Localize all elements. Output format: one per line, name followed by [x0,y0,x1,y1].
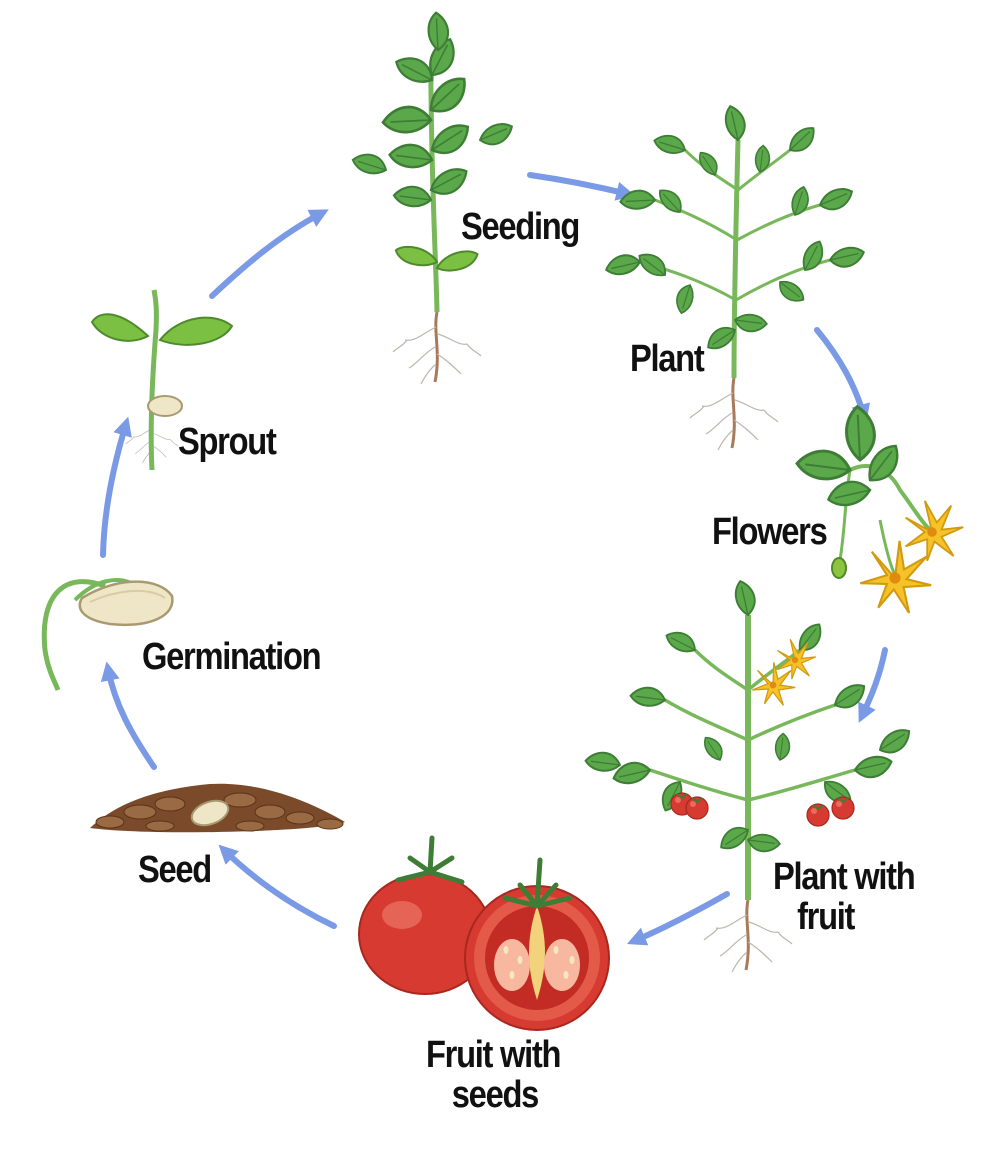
label-fruit-with-seeds-line1: Fruit with [426,1034,561,1076]
plant-with-fruit-illustration [583,580,916,974]
arrow-sprout-to-seeding [209,209,329,299]
arrow-plant-with-fruit-to-fruit [626,891,730,946]
label-plant: Plant [630,338,705,380]
sprout-illustration [90,289,234,471]
label-sprout: Sprout [178,421,277,463]
label-germination: Germination [142,636,322,678]
plant-illustration [605,105,865,452]
label-seeding: Seeding [461,206,580,248]
arrow-fruit-to-seed [218,844,337,929]
label-seed: Seed [138,849,212,891]
label-plant-with-fruit-line1: Plant with [773,856,916,898]
arrow-seed-to-germination [100,661,157,770]
seeding-plant-illustration [349,10,516,386]
germination-illustration [41,578,174,691]
fruit-with-seeds-illustration [358,835,610,1031]
flowers-illustration [793,404,965,624]
arrow-plant-to-flowers [814,327,871,424]
label-plant-with-fruit-line2: fruit [797,896,855,938]
arrow-seeding-to-plant [527,172,636,201]
cycle-arrows [100,172,888,946]
label-flowers: Flowers [712,511,828,553]
label-plant-with-fruit: Plant with fruit [773,856,916,938]
arrow-flowers-to-plant-with-fruit [858,647,888,723]
arrow-germination-to-sprout [100,416,132,558]
label-fruit-with-seeds-line2: seeds [451,1074,540,1116]
label-fruit-with-seeds: Fruit with seeds [426,1034,561,1116]
seed-illustration [90,783,345,833]
